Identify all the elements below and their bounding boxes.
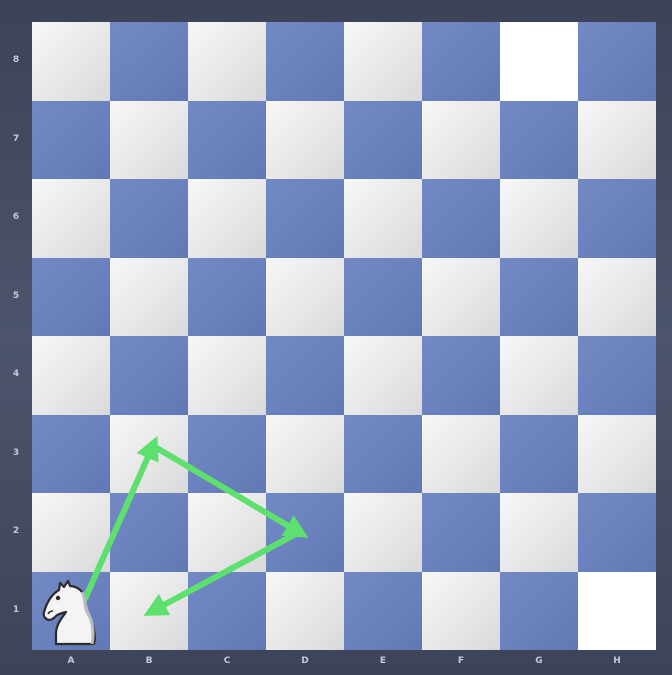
square-f1[interactable] (422, 572, 500, 651)
square-e7[interactable] (344, 101, 422, 180)
file-label-c: C (188, 656, 266, 666)
square-c6[interactable] (188, 179, 266, 258)
file-label-e: E (344, 656, 422, 666)
square-c7[interactable] (188, 101, 266, 180)
square-f4[interactable] (422, 336, 500, 415)
square-d1[interactable] (266, 572, 344, 651)
square-g6[interactable] (500, 179, 578, 258)
square-c1[interactable] (188, 572, 266, 651)
square-c4[interactable] (188, 336, 266, 415)
square-a7[interactable] (32, 101, 110, 180)
rank-label-6: 6 (0, 212, 32, 222)
square-h2[interactable] (578, 493, 656, 572)
square-b7[interactable] (110, 101, 188, 180)
square-e4[interactable] (344, 336, 422, 415)
square-f8[interactable] (422, 22, 500, 101)
file-label-b: B (110, 656, 188, 666)
rank-label-2: 2 (0, 526, 32, 536)
square-b4[interactable] (110, 336, 188, 415)
square-h3[interactable] (578, 415, 656, 494)
square-f2[interactable] (422, 493, 500, 572)
rank-label-8: 8 (0, 55, 32, 65)
rank-label-3: 3 (0, 448, 32, 458)
square-e3[interactable] (344, 415, 422, 494)
square-c5[interactable] (188, 258, 266, 337)
square-c8[interactable] (188, 22, 266, 101)
square-g4[interactable] (500, 336, 578, 415)
square-b5[interactable] (110, 258, 188, 337)
square-a3[interactable] (32, 415, 110, 494)
square-e5[interactable] (344, 258, 422, 337)
chess-board (32, 22, 656, 650)
square-h5[interactable] (578, 258, 656, 337)
square-d5[interactable] (266, 258, 344, 337)
square-a4[interactable] (32, 336, 110, 415)
square-e1[interactable] (344, 572, 422, 651)
square-h8[interactable] (578, 22, 656, 101)
square-g7[interactable] (500, 101, 578, 180)
rank-label-7: 7 (0, 134, 32, 144)
rank-label-4: 4 (0, 369, 32, 379)
rank-label-1: 1 (0, 605, 32, 615)
square-a2[interactable] (32, 493, 110, 572)
square-h6[interactable] (578, 179, 656, 258)
square-d2[interactable] (266, 493, 344, 572)
square-a5[interactable] (32, 258, 110, 337)
square-a8[interactable] (32, 22, 110, 101)
square-b3[interactable] (110, 415, 188, 494)
square-h4[interactable] (578, 336, 656, 415)
square-e8[interactable] (344, 22, 422, 101)
square-b8[interactable] (110, 22, 188, 101)
square-d3[interactable] (266, 415, 344, 494)
white-knight-icon[interactable] (36, 578, 108, 650)
square-h7[interactable] (578, 101, 656, 180)
square-d7[interactable] (266, 101, 344, 180)
square-d8[interactable] (266, 22, 344, 101)
square-f3[interactable] (422, 415, 500, 494)
square-g2[interactable] (500, 493, 578, 572)
square-e6[interactable] (344, 179, 422, 258)
square-f6[interactable] (422, 179, 500, 258)
square-c3[interactable] (188, 415, 266, 494)
square-d6[interactable] (266, 179, 344, 258)
square-b2[interactable] (110, 493, 188, 572)
square-g8[interactable] (500, 22, 578, 101)
square-h1[interactable] (578, 572, 656, 651)
square-c2[interactable] (188, 493, 266, 572)
file-label-h: H (578, 656, 656, 666)
square-g5[interactable] (500, 258, 578, 337)
file-label-a: A (32, 656, 110, 666)
square-d4[interactable] (266, 336, 344, 415)
square-g3[interactable] (500, 415, 578, 494)
file-label-g: G (500, 656, 578, 666)
square-b6[interactable] (110, 179, 188, 258)
square-f5[interactable] (422, 258, 500, 337)
square-b1[interactable] (110, 572, 188, 651)
rank-label-5: 5 (0, 291, 32, 301)
file-label-f: F (422, 656, 500, 666)
file-label-d: D (266, 656, 344, 666)
square-e2[interactable] (344, 493, 422, 572)
square-a6[interactable] (32, 179, 110, 258)
square-f7[interactable] (422, 101, 500, 180)
square-g1[interactable] (500, 572, 578, 651)
